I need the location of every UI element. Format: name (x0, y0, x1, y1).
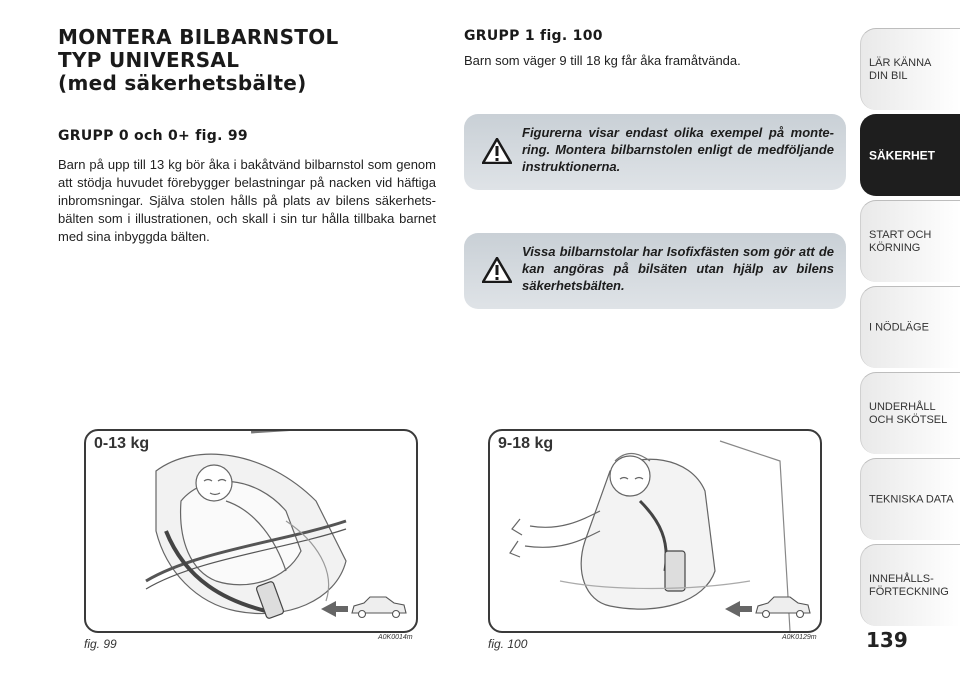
sidebar-tab-label: I NÖDLÄGE (869, 321, 929, 333)
warning-triangle-icon (482, 138, 512, 164)
sidebar-tab-label: UNDERHÅLL OCH SKÖTSEL (869, 400, 948, 426)
sidebar-tab-innehallsforteckning[interactable]: INNEHÅLLS- FÖRTECKNING (860, 544, 960, 626)
sidebar-tab-label: LÄR KÄNNA DIN BIL (869, 56, 932, 82)
direction-arrow-icon (321, 601, 348, 617)
title-line-2: TYP UNIVERSAL (58, 48, 240, 72)
title-line-3: (med säkerhetsbälte) (58, 71, 307, 95)
sidebar-tab-tekniska-data[interactable]: TEKNISKA DATA (860, 458, 960, 540)
figure-99-weight-label: 0-13 kg (94, 435, 150, 452)
warning-box-2: Vissa bilbarnstolar har Isofixfästen som… (464, 233, 846, 309)
sidebar-tab-label: SÄKERHET (869, 148, 936, 162)
sidebar-tab-label: TEKNISKA DATA (869, 493, 954, 505)
figure-100-weight-label: 9-18 kg (498, 435, 554, 452)
sidebar-tab-start-och-korning[interactable]: START OCH KÖRNING (860, 200, 960, 282)
figure-99: 0-13 kg (84, 429, 418, 633)
group1-text: Barn som väger 9 till 18 kg får åka fram… (464, 53, 741, 68)
figure-99-caption: fig. 99 (84, 637, 117, 651)
page-number: 139 (866, 628, 908, 652)
forward-facing-seat-illustration (509, 440, 811, 631)
group0-heading: GRUPP 0 och 0+ fig. 99 (58, 128, 248, 144)
sidebar-tab-underhall[interactable]: UNDERHÅLL OCH SKÖTSEL (860, 372, 960, 454)
direction-arrow-icon (725, 601, 752, 617)
sidebar-tab-label: INNEHÅLLS- FÖRTECKNING (869, 572, 949, 598)
rear-facing-seat-illustration (145, 431, 407, 619)
warning-text-2: Vissa bilbarnstolar har Isofixfästen som… (522, 244, 834, 293)
group1-heading: GRUPP 1 fig. 100 (464, 28, 603, 44)
page-title: MONTERA BILBARNSTOL TYP UNIVERSAL (med s… (58, 26, 339, 95)
figure-99-code: A0K0014m (378, 634, 413, 641)
sidebar-tab-sakerhet[interactable]: SÄKERHET (860, 114, 960, 196)
warning-triangle-icon (482, 257, 512, 283)
figure-100: 9-18 kg (488, 429, 822, 633)
car-icon (351, 596, 407, 619)
figure-100-code: A0K0129m (782, 634, 817, 641)
car-icon (755, 596, 811, 619)
warning-text-1: Figurerna visar endast olika exempel på … (522, 125, 834, 174)
group0-text: Barn på upp till 13 kg bör åka i bakåtvä… (58, 157, 436, 244)
warning-box-1: Figurerna visar endast olika exempel på … (464, 114, 846, 190)
title-line-1: MONTERA BILBARNSTOL (58, 25, 339, 49)
sidebar-tab-lar-kanna[interactable]: LÄR KÄNNA DIN BIL (860, 28, 960, 110)
figure-100-caption: fig. 100 (488, 637, 528, 651)
sidebar-tab-i-nodlage[interactable]: I NÖDLÄGE (860, 286, 960, 368)
sidebar-tab-label: START OCH KÖRNING (869, 228, 932, 254)
